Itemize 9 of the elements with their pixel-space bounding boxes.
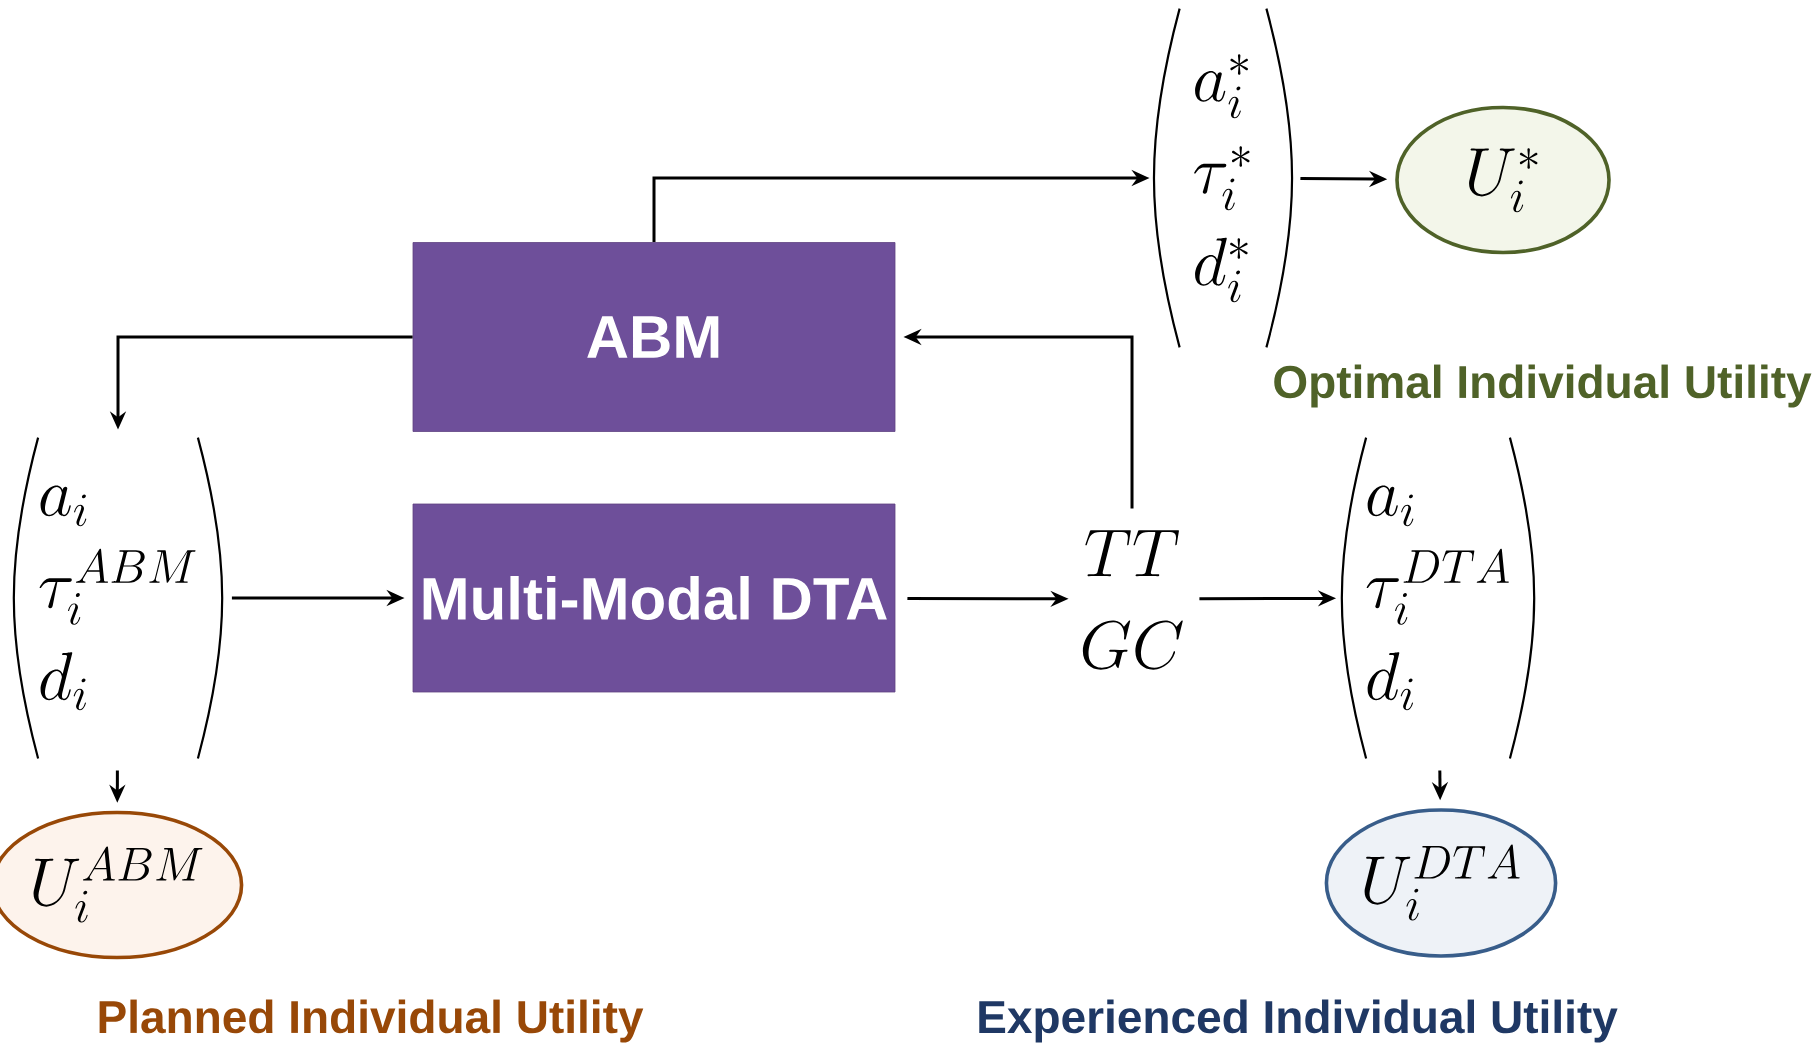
column-vector: $a_i$ $\tau_i^{ABM}$ $d_i$ (12, 437, 224, 759)
caption-label: Planned Individual Utility (99, 999, 644, 1043)
column-vector: $a_i$ $\tau_i^{DTA}$ $d_i$ (1340, 437, 1536, 759)
formula-text: $TT$ $GC$ (1082, 530, 1183, 670)
column-vector: $a_i^{*}$ $\tau_i^{*}$ $d_i^{*}$ (1152, 8, 1294, 348)
caption-label: Experienced Individual Utility (979, 999, 1618, 1043)
caption-label: Optimal Individual Utility (1274, 364, 1812, 408)
process-box: ABM (412, 242, 896, 432)
process-box: Multi-Modal DTA (412, 503, 896, 693)
